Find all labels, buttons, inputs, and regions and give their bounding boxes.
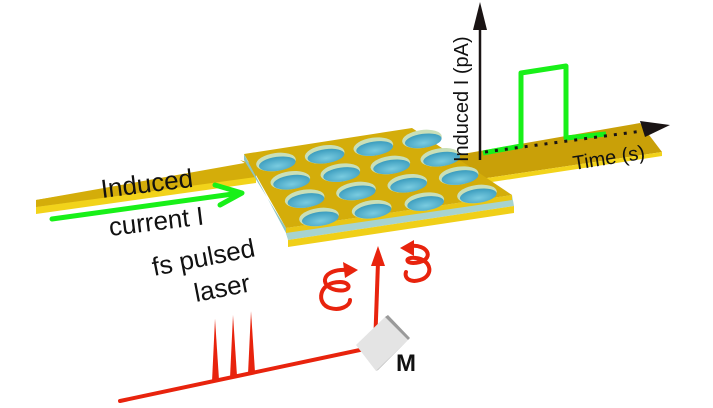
nanohole-well [323, 167, 360, 182]
laser-pulse-spike [212, 318, 219, 382]
nanohole [284, 189, 325, 209]
nanohole [404, 192, 445, 212]
left-strip-top-fill [36, 161, 256, 207]
right-helix-arrowhead [400, 240, 414, 256]
current-arrow-head [212, 182, 245, 208]
left-helix-path [319, 267, 352, 311]
nanohole-well [258, 156, 296, 172]
laser-pulses [212, 311, 255, 382]
nanohole [387, 173, 428, 193]
right-circular-polarization-icon [400, 240, 432, 283]
mirror: M [356, 315, 416, 377]
laser-pulse-spike [230, 314, 237, 378]
nanohole [256, 152, 296, 172]
nanohole [370, 155, 411, 175]
nanohole-well [287, 193, 325, 208]
nanohole [270, 170, 311, 190]
label-laser: laser [191, 268, 252, 308]
laser-beam-horizontal [118, 345, 376, 403]
nanohole-well [307, 148, 345, 164]
induced-current-arrow [49, 182, 245, 222]
nanohole-well [354, 203, 392, 219]
nanohole [402, 129, 442, 149]
left-circular-polarization-icon [319, 262, 358, 311]
nanohole [351, 199, 392, 219]
plate-substrate-side [244, 154, 288, 240]
nanohole-well [404, 133, 442, 149]
x-axis-arrowhead [640, 121, 670, 137]
right-electrode-strip [440, 123, 662, 190]
left-helix-arrowhead [343, 262, 358, 278]
nanohole [420, 147, 461, 167]
nanohole-well [373, 159, 410, 175]
y-axis-label: Induced I (pA) [451, 36, 473, 162]
nanohole [304, 144, 345, 164]
label-current-i: current I [107, 201, 205, 242]
left-electrode-strip [36, 160, 256, 214]
label-induced: Induced [99, 163, 194, 204]
nanohole [457, 184, 497, 204]
nanohole-array-plate [244, 128, 514, 247]
laser-pulse-spike [248, 311, 255, 375]
nanohole-well [338, 185, 376, 201]
right-strip-top [440, 123, 662, 185]
nanohole-well [459, 188, 497, 204]
nanohole-well [301, 211, 339, 227]
y-axis-arrowhead [473, 2, 487, 30]
nanohole-well [356, 141, 393, 156]
nanohole-well [423, 151, 460, 167]
laser-beam [118, 246, 385, 403]
nanohole [320, 163, 361, 183]
hole-array [256, 129, 497, 227]
right-strip-edge [440, 152, 662, 190]
plate-top-edge [286, 195, 512, 233]
nanohole [353, 137, 394, 157]
right-helix-path [403, 243, 432, 283]
nanohole [299, 207, 339, 227]
plate-gold-bottom-edge [288, 206, 514, 247]
laser-beam-arrowhead [371, 246, 385, 266]
nanohole-well [441, 170, 479, 185]
nanohole [336, 181, 376, 201]
nanohole-well [390, 177, 427, 193]
nanohole-well [273, 174, 310, 190]
nanohole-well [407, 196, 444, 211]
nanohole [438, 166, 479, 186]
current-arrow-shaft [49, 190, 243, 222]
left-strip-edge [36, 176, 256, 214]
mirror-label: M [396, 350, 416, 377]
mirror-edge [385, 315, 410, 340]
mirror-face [356, 317, 408, 371]
